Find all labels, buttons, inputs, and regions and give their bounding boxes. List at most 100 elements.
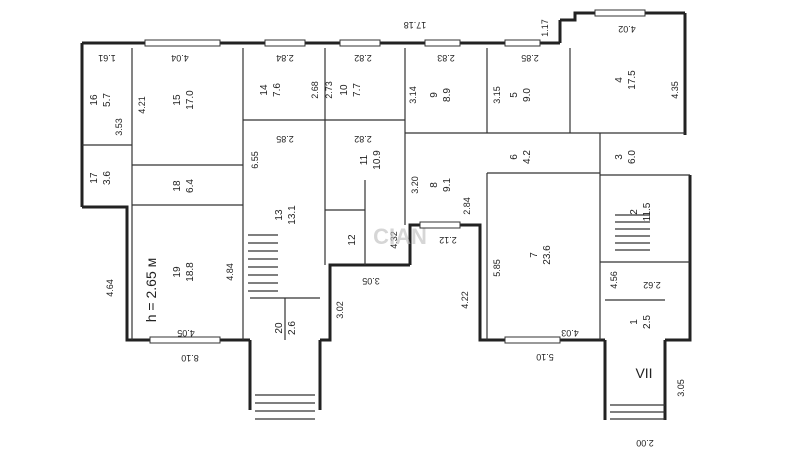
dim: 5.10 [536,352,554,362]
dim: 3.05 [362,276,380,286]
room-6: 6 4.2 [509,150,533,164]
room-number: 8 [429,182,440,188]
dim: 4.84 [225,263,235,281]
watermark: CIAN [373,224,427,249]
room-number: 4 [614,77,625,83]
dim: 2.84 [276,53,294,63]
dim: 2.82 [354,134,372,144]
dim: 3.05 [676,379,686,397]
room-5: 5 9.0 [509,88,533,102]
room-15: 15 17.0 [172,90,196,110]
dim: 8.10 [181,353,199,363]
room-area: 23.6 [542,245,553,265]
room-19: 19 18.8 [172,262,196,282]
dim: 4.05 [177,328,195,338]
dim: 4.64 [105,279,115,297]
room-3: 3 6.0 [614,150,638,164]
dim: 4.03 [561,328,579,338]
dim: 3.15 [492,86,502,104]
room-number: 5 [509,92,520,98]
room-4: 4 17.5 [614,70,638,90]
dim: 4.35 [670,81,680,99]
entrance-mark: VII [635,365,652,381]
room-area: 9.1 [442,178,453,192]
dim: 2.00 [636,438,654,448]
stairs-right [615,214,650,251]
dim: 6.55 [250,151,260,169]
room-area: 6.0 [627,150,638,164]
room-area: 5.7 [102,93,113,107]
dim: 2.84 [462,197,472,215]
room-number: 12 [347,234,358,246]
room-number: 16 [89,94,100,106]
room-number: 3 [614,154,625,160]
room-number: 18 [172,180,183,192]
room-number: 14 [259,84,270,96]
room-area: 17.0 [185,90,196,110]
windows [144,9,646,344]
room-area: 6.4 [185,179,196,193]
room-number: 13 [274,209,285,221]
entrance-steps-left [255,394,315,420]
room-18: 18 6.4 [172,179,196,193]
room-number: 1 [629,319,640,325]
dimension-labels: 17.18 1.17 1.61 4.04 2.84 2.82 2.83 2.85… [98,19,686,448]
dim: 3.14 [408,86,418,104]
room-area: 13.1 [287,205,298,225]
room-20: 20 2.6 [274,321,298,335]
room-13: 13 13.1 [274,205,298,225]
dim: 3.53 [114,118,124,136]
room-number: 19 [172,266,183,278]
dim: 3.02 [335,301,345,319]
room-10: 10 7.7 [339,83,363,97]
stairs-center [248,234,278,292]
room-number: 20 [274,322,285,334]
dim: 4.04 [171,53,189,63]
dim: 2.12 [439,235,457,245]
dim: 5.85 [492,259,502,277]
room-area: 9.0 [522,88,533,102]
walls [80,11,692,420]
room-number: 6 [509,154,520,160]
room-14: 14 7.6 [259,83,283,97]
room-number: 17 [89,172,100,184]
room-8: 8 9.1 [429,178,453,192]
dim: 2.85 [521,53,539,63]
room-2: 2 11.5 [629,202,653,221]
dim: 4.22 [460,291,470,309]
dim: 4.56 [609,271,619,289]
dim: 1.61 [98,53,116,63]
dim: 2.85 [276,134,294,144]
dim: 4.02 [618,24,636,34]
room-number: 15 [172,94,183,106]
room-area: 7.6 [272,83,283,97]
room-area: 3.6 [102,171,113,185]
room-area: 2.5 [642,315,653,329]
room-17: 17 3.6 [89,171,113,185]
room-16: 16 5.7 [89,93,113,107]
room-area: 10.9 [372,150,383,170]
dim: 1.17 [540,19,550,37]
room-number: 2 [629,209,640,215]
dim: 4.32 [389,231,399,249]
room-area: 7.7 [352,83,363,97]
room-number: 10 [339,84,350,96]
room-1: 1 2.5 [629,315,653,329]
room-7: 7 23.6 [529,245,553,265]
room-area: 4.2 [522,150,533,164]
room-area: 11.5 [642,202,653,221]
room-number: 7 [529,252,540,258]
dim: 17.18 [404,20,427,30]
room-number: 9 [429,92,440,98]
room-area: 8.9 [442,88,453,102]
room-area: 17.5 [627,70,638,90]
entrance-steps-right [610,404,665,420]
room-area: 18.8 [185,262,196,282]
dim: 2.68 [310,81,320,99]
room-11: 11 10.9 [359,150,383,170]
dim: 2.62 [643,280,661,290]
dim: 2.73 [324,81,334,99]
room-number: 11 [359,154,370,165]
dim: 2.83 [437,53,455,63]
